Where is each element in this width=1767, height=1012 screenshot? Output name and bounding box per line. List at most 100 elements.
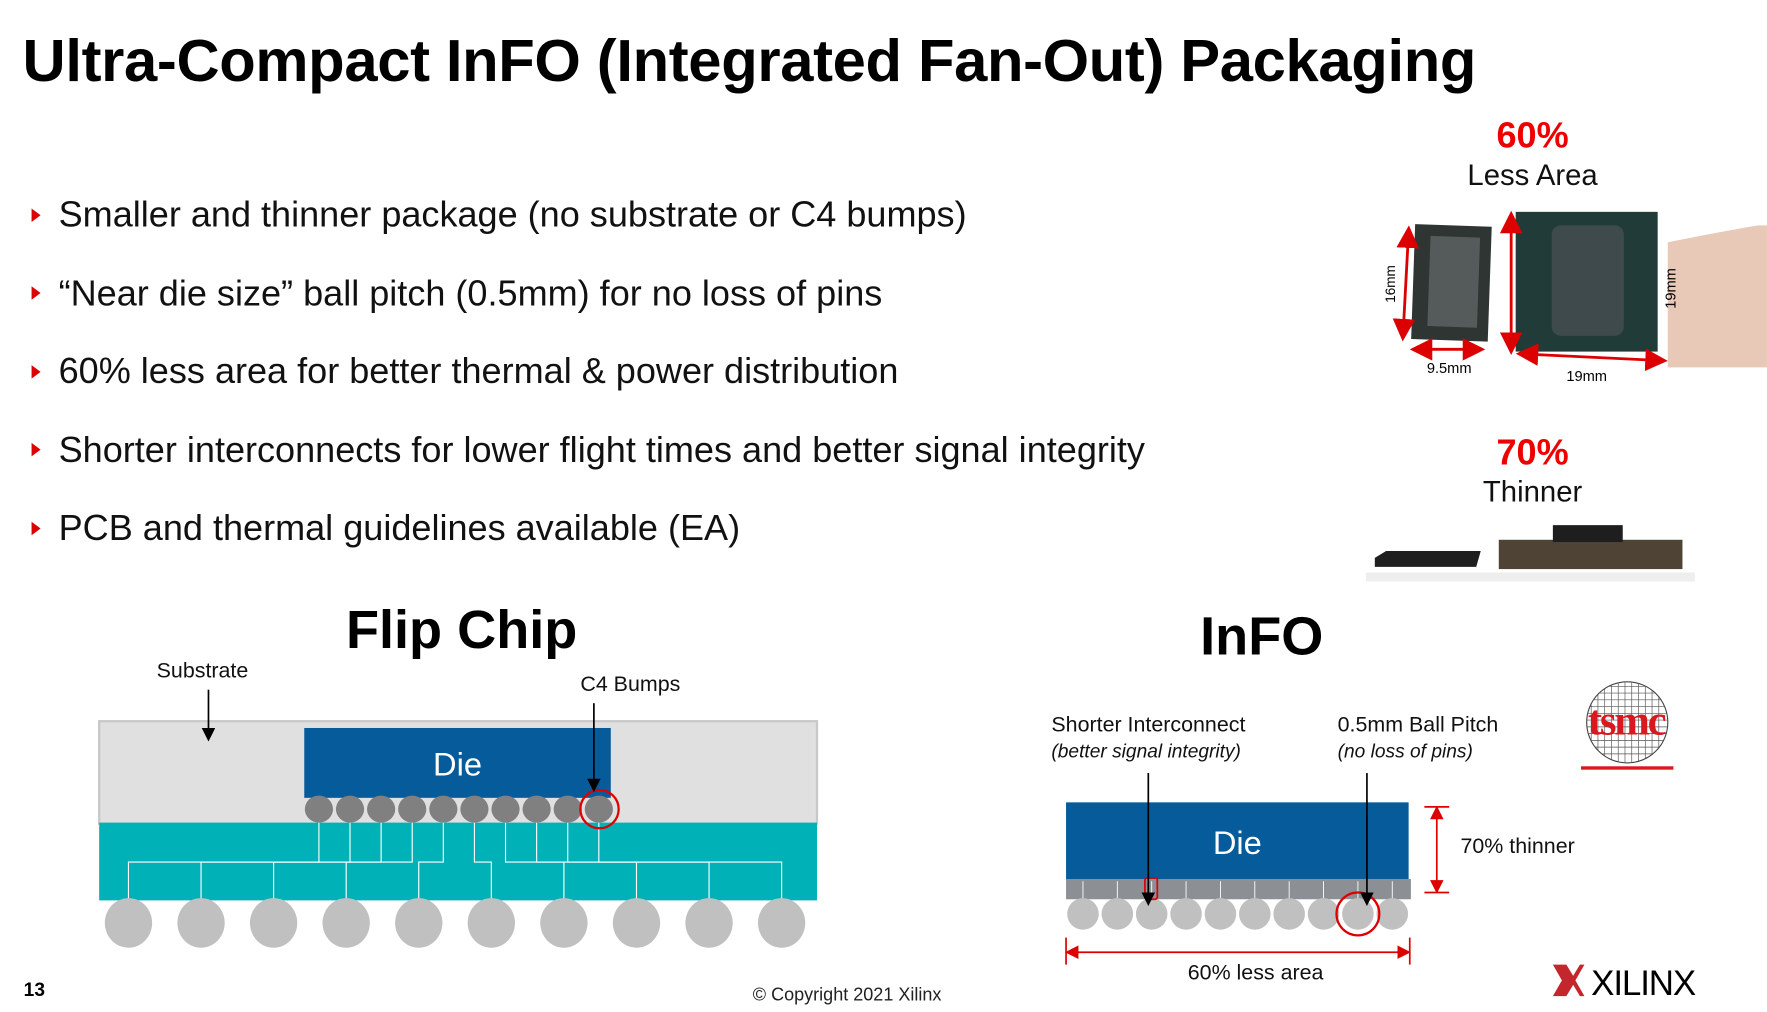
- page-number: 13: [23, 979, 45, 1001]
- info-solder-ball: [1067, 898, 1099, 930]
- copyright: © Copyright 2021 Xilinx: [752, 986, 942, 1006]
- flip-chip-title: Flip Chip: [345, 600, 578, 661]
- c4-bump: [491, 795, 520, 823]
- c4-bumps: [304, 795, 613, 823]
- fc-solder-ball: [685, 898, 733, 948]
- info-solder-ball: [1101, 898, 1134, 930]
- fc-solder-ball: [104, 898, 153, 948]
- info-solder-ball: [1204, 898, 1237, 930]
- bullet-text: “Near die size” ball pitch (0.5mm) for n…: [58, 272, 883, 313]
- fc-trace: [273, 822, 382, 900]
- bullet-text: Shorter interconnects for lower flight t…: [58, 429, 1145, 470]
- package-photos: 16mm 9.5mm 19mm 19mm: [1365, 210, 1767, 582]
- ball-highlight-circle: [1335, 891, 1381, 937]
- bullet-triangle-icon: [31, 208, 41, 222]
- substrate-label: Substrate: [156, 659, 249, 683]
- bullet-item: Shorter interconnects for lower flight t…: [31, 411, 1145, 489]
- small-height-label: 16mm: [1383, 265, 1398, 303]
- area-percent: 60%: [1496, 114, 1569, 156]
- thinner-label: 70% thinner: [1460, 835, 1575, 859]
- info-solder-ball: [1135, 898, 1168, 930]
- c4-bump: [367, 795, 396, 823]
- bullet-triangle-icon: [31, 443, 41, 457]
- flipchip-lid: [1551, 225, 1624, 336]
- info-title: InFO: [1200, 607, 1324, 668]
- c4-bump: [398, 795, 427, 823]
- small-width-label: 9.5mm: [1427, 361, 1472, 377]
- fc-trace: [418, 822, 444, 900]
- info-die: [1066, 802, 1409, 881]
- large-width-label: 19mm: [1566, 369, 1607, 385]
- c4-bump: [522, 795, 551, 823]
- photo-surface: [1365, 572, 1695, 582]
- c4-bumps-label: C4 Bumps: [580, 672, 681, 697]
- fc-solder-ball: [757, 898, 806, 948]
- info-solder-ball: [1307, 898, 1340, 930]
- interconnect-label: Shorter Interconnect: [1051, 713, 1246, 737]
- rdl-traces: [1082, 881, 1393, 899]
- fc-trace: [345, 822, 413, 900]
- fc-trace: [504, 822, 565, 900]
- large-height-label: 19mm: [1664, 268, 1680, 309]
- c4-bump: [429, 795, 458, 823]
- c4-bump: [335, 795, 365, 823]
- fc-solder-balls: [104, 898, 806, 948]
- fc-solder-ball: [467, 898, 515, 948]
- fc-trace: [473, 822, 492, 900]
- info-side-photo: [1374, 551, 1481, 567]
- dimension-arrow: [1392, 225, 1419, 342]
- flip-chip-diagram: Die: [98, 689, 819, 948]
- info-package-label: [1427, 235, 1481, 328]
- bullet-list: Smaller and thinner package (no substrat…: [31, 176, 1145, 568]
- info-diagram: Die: [1064, 773, 1450, 965]
- bullet-text: Smaller and thinner package (no substrat…: [58, 194, 967, 235]
- pitch-label: 0.5mm Ball Pitch: [1337, 713, 1499, 737]
- fc-solder-ball: [395, 898, 443, 948]
- thin-percent: 70%: [1496, 431, 1569, 473]
- fc-solder-ball: [322, 898, 370, 948]
- c4-bump: [460, 795, 489, 823]
- fc-solder-ball: [612, 898, 661, 948]
- bullet-triangle-icon: [31, 364, 41, 379]
- info-solder-ball: [1170, 898, 1202, 930]
- dimension-arrow: [1515, 343, 1668, 372]
- bullet-item: PCB and thermal guidelines available (EA…: [31, 489, 1145, 567]
- finger-photo: [1667, 225, 1767, 368]
- flipchip-side-lid: [1552, 525, 1623, 543]
- fc-die-label: Die: [433, 745, 482, 782]
- thin-label: Thinner: [1482, 474, 1583, 509]
- xilinx-logo-text: XILINX: [1591, 964, 1696, 1003]
- area-label: Less Area: [1467, 157, 1598, 192]
- info-solder-ball: [1376, 898, 1409, 930]
- rdl-layer: [1066, 878, 1411, 900]
- tsmc-logo: tsmc: [1581, 681, 1674, 770]
- fc-trace: [598, 822, 783, 900]
- info-solder-ball: [1239, 898, 1271, 930]
- fc-traces: [127, 822, 783, 900]
- xilinx-logo-icon: [1552, 964, 1585, 997]
- bullet-text: 60% less area for better thermal & power…: [58, 350, 899, 392]
- bullet-triangle-icon: [31, 521, 41, 535]
- fc-solder-ball: [177, 898, 225, 948]
- tsmc-logo-text: tsmc: [1588, 698, 1666, 745]
- info-solder-balls: [1067, 898, 1409, 930]
- xilinx-logo: XILINX: [1552, 964, 1697, 1003]
- bullet-item: “Near die size” ball pitch (0.5mm) for n…: [31, 254, 1145, 332]
- bullet-item: Smaller and thinner package (no substrat…: [31, 176, 1145, 254]
- info-solder-ball: [1342, 898, 1374, 930]
- bullet-text: PCB and thermal guidelines available (EA…: [58, 507, 741, 548]
- pitch-note: (no loss of pins): [1337, 740, 1473, 762]
- c4-bump: [304, 795, 333, 823]
- bullet-item: 60% less area for better thermal & power…: [31, 332, 1145, 410]
- less-area-label: 60% less area: [1187, 961, 1324, 985]
- fc-solder-ball: [540, 898, 588, 948]
- info-die-label: Die: [1213, 824, 1262, 861]
- interconnect-note: (better signal integrity): [1051, 740, 1241, 762]
- c4-bump: [584, 795, 613, 823]
- flipchip-side-photo: [1498, 539, 1683, 570]
- fc-die: [304, 727, 611, 798]
- fc-solder-ball: [249, 898, 298, 948]
- bullet-triangle-icon: [31, 286, 41, 301]
- info-solder-ball: [1273, 898, 1305, 930]
